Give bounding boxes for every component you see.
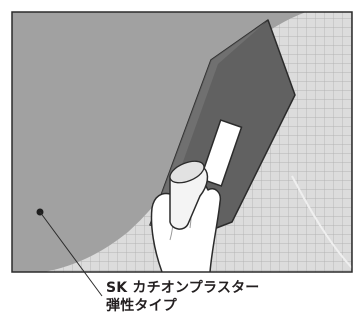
callout-leader-line (39, 211, 103, 297)
plastered-area (12, 12, 306, 272)
callout-label-line1: SK カチオンプラスター (106, 280, 260, 296)
handle-end (169, 160, 205, 184)
trowel-slot (199, 119, 243, 187)
callout-label: SK カチオンプラスター 弾性タイプ (106, 279, 260, 315)
callout-label-line2: 弾性タイプ (106, 298, 177, 314)
gloved-hand (150, 160, 222, 272)
mesh-seam-line (291, 175, 352, 269)
